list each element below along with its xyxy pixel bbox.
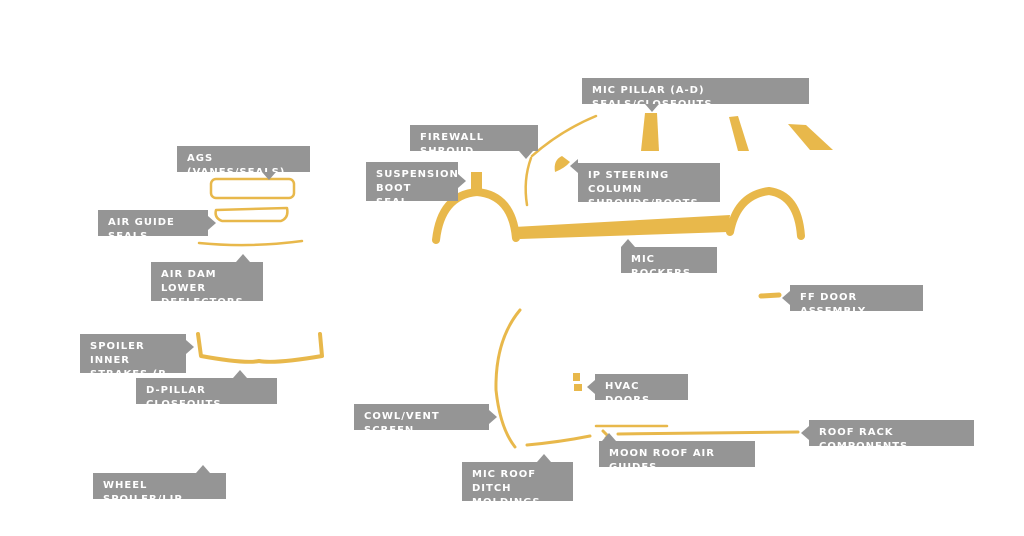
- c-pillar-part: [729, 116, 749, 151]
- hvac-part-1: [573, 373, 580, 381]
- roof-rack-part: [616, 430, 800, 436]
- air-dam-part: [197, 239, 304, 247]
- pointer-roof-rack: [801, 426, 809, 440]
- pointer-d-pillar: [233, 370, 247, 378]
- label-moon-roof: MOON ROOF AIR GUIDES: [599, 441, 755, 473]
- firewall-line-part: [524, 156, 533, 207]
- pointer-spoiler-inner: [186, 340, 194, 354]
- spoiler-part: [196, 332, 324, 364]
- pointer-firewall-shroud: [519, 151, 533, 159]
- label-cowl-vent: COWL/VENT SCREEN: [354, 404, 489, 436]
- pointer-mic-roof-ditch: [537, 454, 551, 462]
- pointer-air-guide-seals: [208, 216, 216, 230]
- ags-part: [209, 177, 296, 200]
- pointer-ip-steering: [570, 159, 578, 173]
- label-ip-steering: IP STEERING COLUMN SHROUDS/BOOTS: [578, 163, 720, 209]
- label-suspension-boot: SUSPENSION BOOT SEAL: [366, 162, 458, 208]
- label-hvac-doors: HVAC DOORS: [595, 374, 688, 406]
- label-air-guide-seals: AIR GUIDE SEALS: [98, 210, 208, 242]
- a-pillar-seal-part: [530, 114, 598, 158]
- cowl-vent-part: [494, 308, 522, 449]
- rear-wheel-arch-part: [726, 187, 805, 240]
- pointer-cowl-vent: [489, 410, 497, 424]
- label-ff-door: FF DOOR ASSEMBLY: [790, 285, 923, 317]
- pointer-ff-door: [782, 291, 790, 305]
- ff-door-part: [758, 292, 782, 299]
- label-mic-rockers: MIC ROCKERS: [621, 247, 717, 279]
- label-mic-pillar: MIC PILLAR (A-D) SEALS/CLOSEOUTS: [582, 78, 809, 110]
- label-ags: AGS (VANES/SEALS): [177, 146, 310, 178]
- label-spoiler-inner: SPOILER INNER STRAKES (R-L): [80, 334, 186, 394]
- suspension-boot-part: [471, 172, 482, 192]
- pointer-mic-rockers: [621, 239, 635, 247]
- rockers-part: [514, 215, 730, 239]
- roof-ditch-part: [525, 434, 592, 447]
- pointer-mic-pillar: [645, 104, 659, 112]
- pointer-suspension-boot: [458, 174, 466, 188]
- hvac-part-2: [574, 384, 582, 391]
- pointer-ags: [262, 172, 276, 180]
- label-wheel-spoiler: WHEEL SPOILER/LIP: [93, 473, 226, 505]
- label-firewall-shroud: FIREWALL SHROUD: [410, 125, 538, 157]
- label-d-pillar: D-PILLAR CLOSEOUTS: [136, 378, 277, 410]
- ip-steering-part: [554, 156, 570, 172]
- d-pillar-part: [788, 124, 833, 150]
- air-guide-seals-part: [214, 206, 289, 223]
- b-pillar-part: [641, 113, 659, 151]
- label-mic-roof-ditch: MIC ROOF DITCH MOLDINGS: [462, 462, 573, 508]
- pointer-air-dam: [236, 254, 250, 262]
- pointer-moon-roof: [602, 433, 616, 441]
- label-air-dam: AIR DAM LOWER DEFLECTORS: [151, 262, 263, 308]
- label-roof-rack: ROOF RACK COMPONENTS: [809, 420, 974, 452]
- pointer-hvac-doors: [587, 380, 595, 394]
- pointer-wheel-spoiler: [196, 465, 210, 473]
